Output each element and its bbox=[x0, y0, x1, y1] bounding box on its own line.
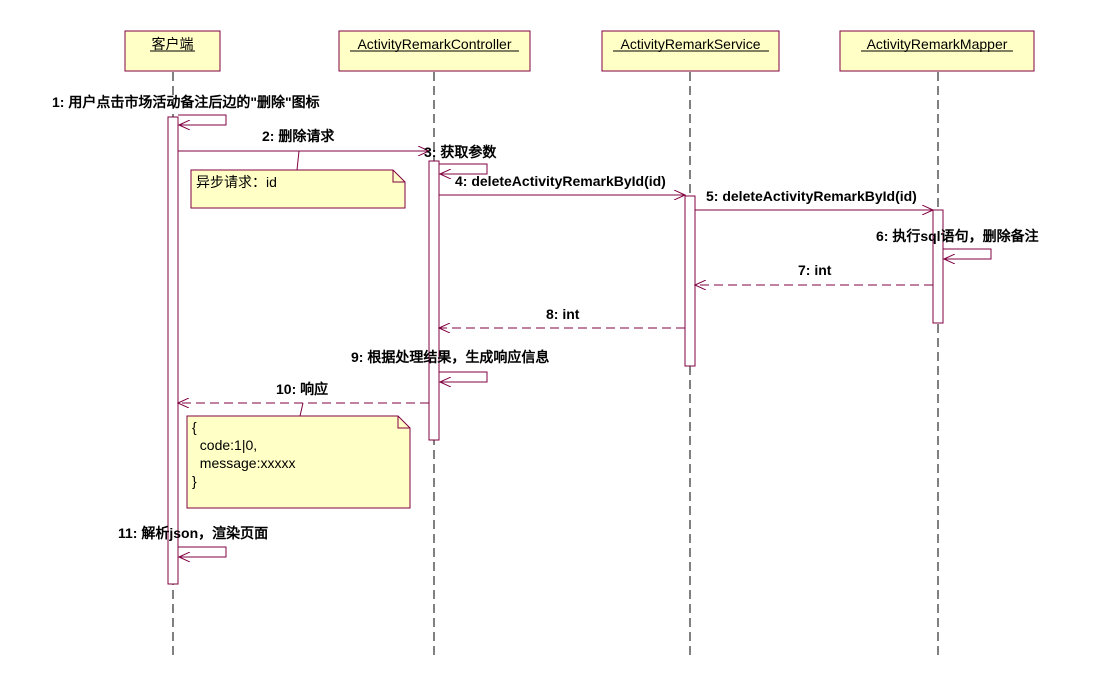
lifeline-mapper-header[interactable]: ActivityRemarkMapper bbox=[839, 30, 1035, 72]
note-async-request: 异步请求：id bbox=[190, 150, 406, 209]
lifeline-client-label: 客户端 bbox=[152, 36, 194, 52]
lifeline-service-label: ActivityRemarkService bbox=[620, 36, 760, 52]
message-1[interactable]: 1: 用户点击市场活动备注后边的"删除"图标 bbox=[52, 94, 320, 125]
message-11[interactable]: 11: 解析json，渲染页面 bbox=[118, 525, 268, 557]
lifeline-controller-label: ActivityRemarkController bbox=[357, 36, 511, 52]
note-response-line-1: { bbox=[192, 419, 197, 435]
message-10-label: 10: 响应 bbox=[276, 381, 328, 397]
message-6-label: 6: 执行sql语句，删除备注 bbox=[876, 228, 1039, 244]
lifeline-controller-header[interactable]: ActivityRemarkController bbox=[338, 30, 531, 72]
lifeline-mapper-label: ActivityRemarkMapper bbox=[867, 36, 1008, 52]
message-9[interactable]: 9: 根据处理结果，生成响应信息 bbox=[351, 349, 549, 382]
note-response-line-2: code:1|0, bbox=[192, 437, 257, 453]
note-response-line-3: message:xxxxx bbox=[192, 455, 295, 471]
activation-client bbox=[167, 116, 179, 585]
message-3-label: 3: 获取参数 bbox=[424, 144, 497, 160]
activation-service bbox=[684, 195, 696, 367]
note-async-request-text: 异步请求：id bbox=[196, 174, 277, 190]
message-4-label: 4: deleteActivityRemarkById(id) bbox=[455, 173, 666, 189]
lifeline-client-header[interactable]: 客户端 bbox=[124, 30, 221, 72]
message-4[interactable]: 4: deleteActivityRemarkById(id) bbox=[439, 173, 685, 195]
activation-controller bbox=[428, 160, 440, 441]
message-11-label: 11: 解析json，渲染页面 bbox=[118, 525, 268, 541]
lifeline-service-header[interactable]: ActivityRemarkService bbox=[601, 30, 780, 72]
message-1-label: 1: 用户点击市场活动备注后边的"删除"图标 bbox=[52, 94, 320, 110]
message-7[interactable]: 7: int bbox=[695, 262, 933, 285]
message-3[interactable]: 3: 获取参数 bbox=[424, 144, 497, 174]
activation-mapper bbox=[932, 209, 944, 324]
message-2[interactable]: 2: 删除请求 bbox=[178, 128, 429, 151]
message-8-label: 8: int bbox=[546, 306, 580, 322]
message-9-label: 9: 根据处理结果，生成响应信息 bbox=[351, 349, 549, 365]
message-6[interactable]: 6: 执行sql语句，删除备注 bbox=[876, 228, 1039, 259]
note-response-body: { code:1|0, message:xxxxx } bbox=[186, 402, 411, 509]
message-5-label: 5: deleteActivityRemarkById(id) bbox=[706, 188, 917, 204]
message-8[interactable]: 8: int bbox=[439, 306, 685, 328]
message-7-label: 7: int bbox=[798, 262, 832, 278]
message-10[interactable]: 10: 响应 bbox=[178, 381, 429, 403]
note-response-line-4: } bbox=[192, 473, 197, 489]
message-2-label: 2: 删除请求 bbox=[262, 128, 335, 144]
message-5[interactable]: 5: deleteActivityRemarkById(id) bbox=[695, 188, 933, 210]
